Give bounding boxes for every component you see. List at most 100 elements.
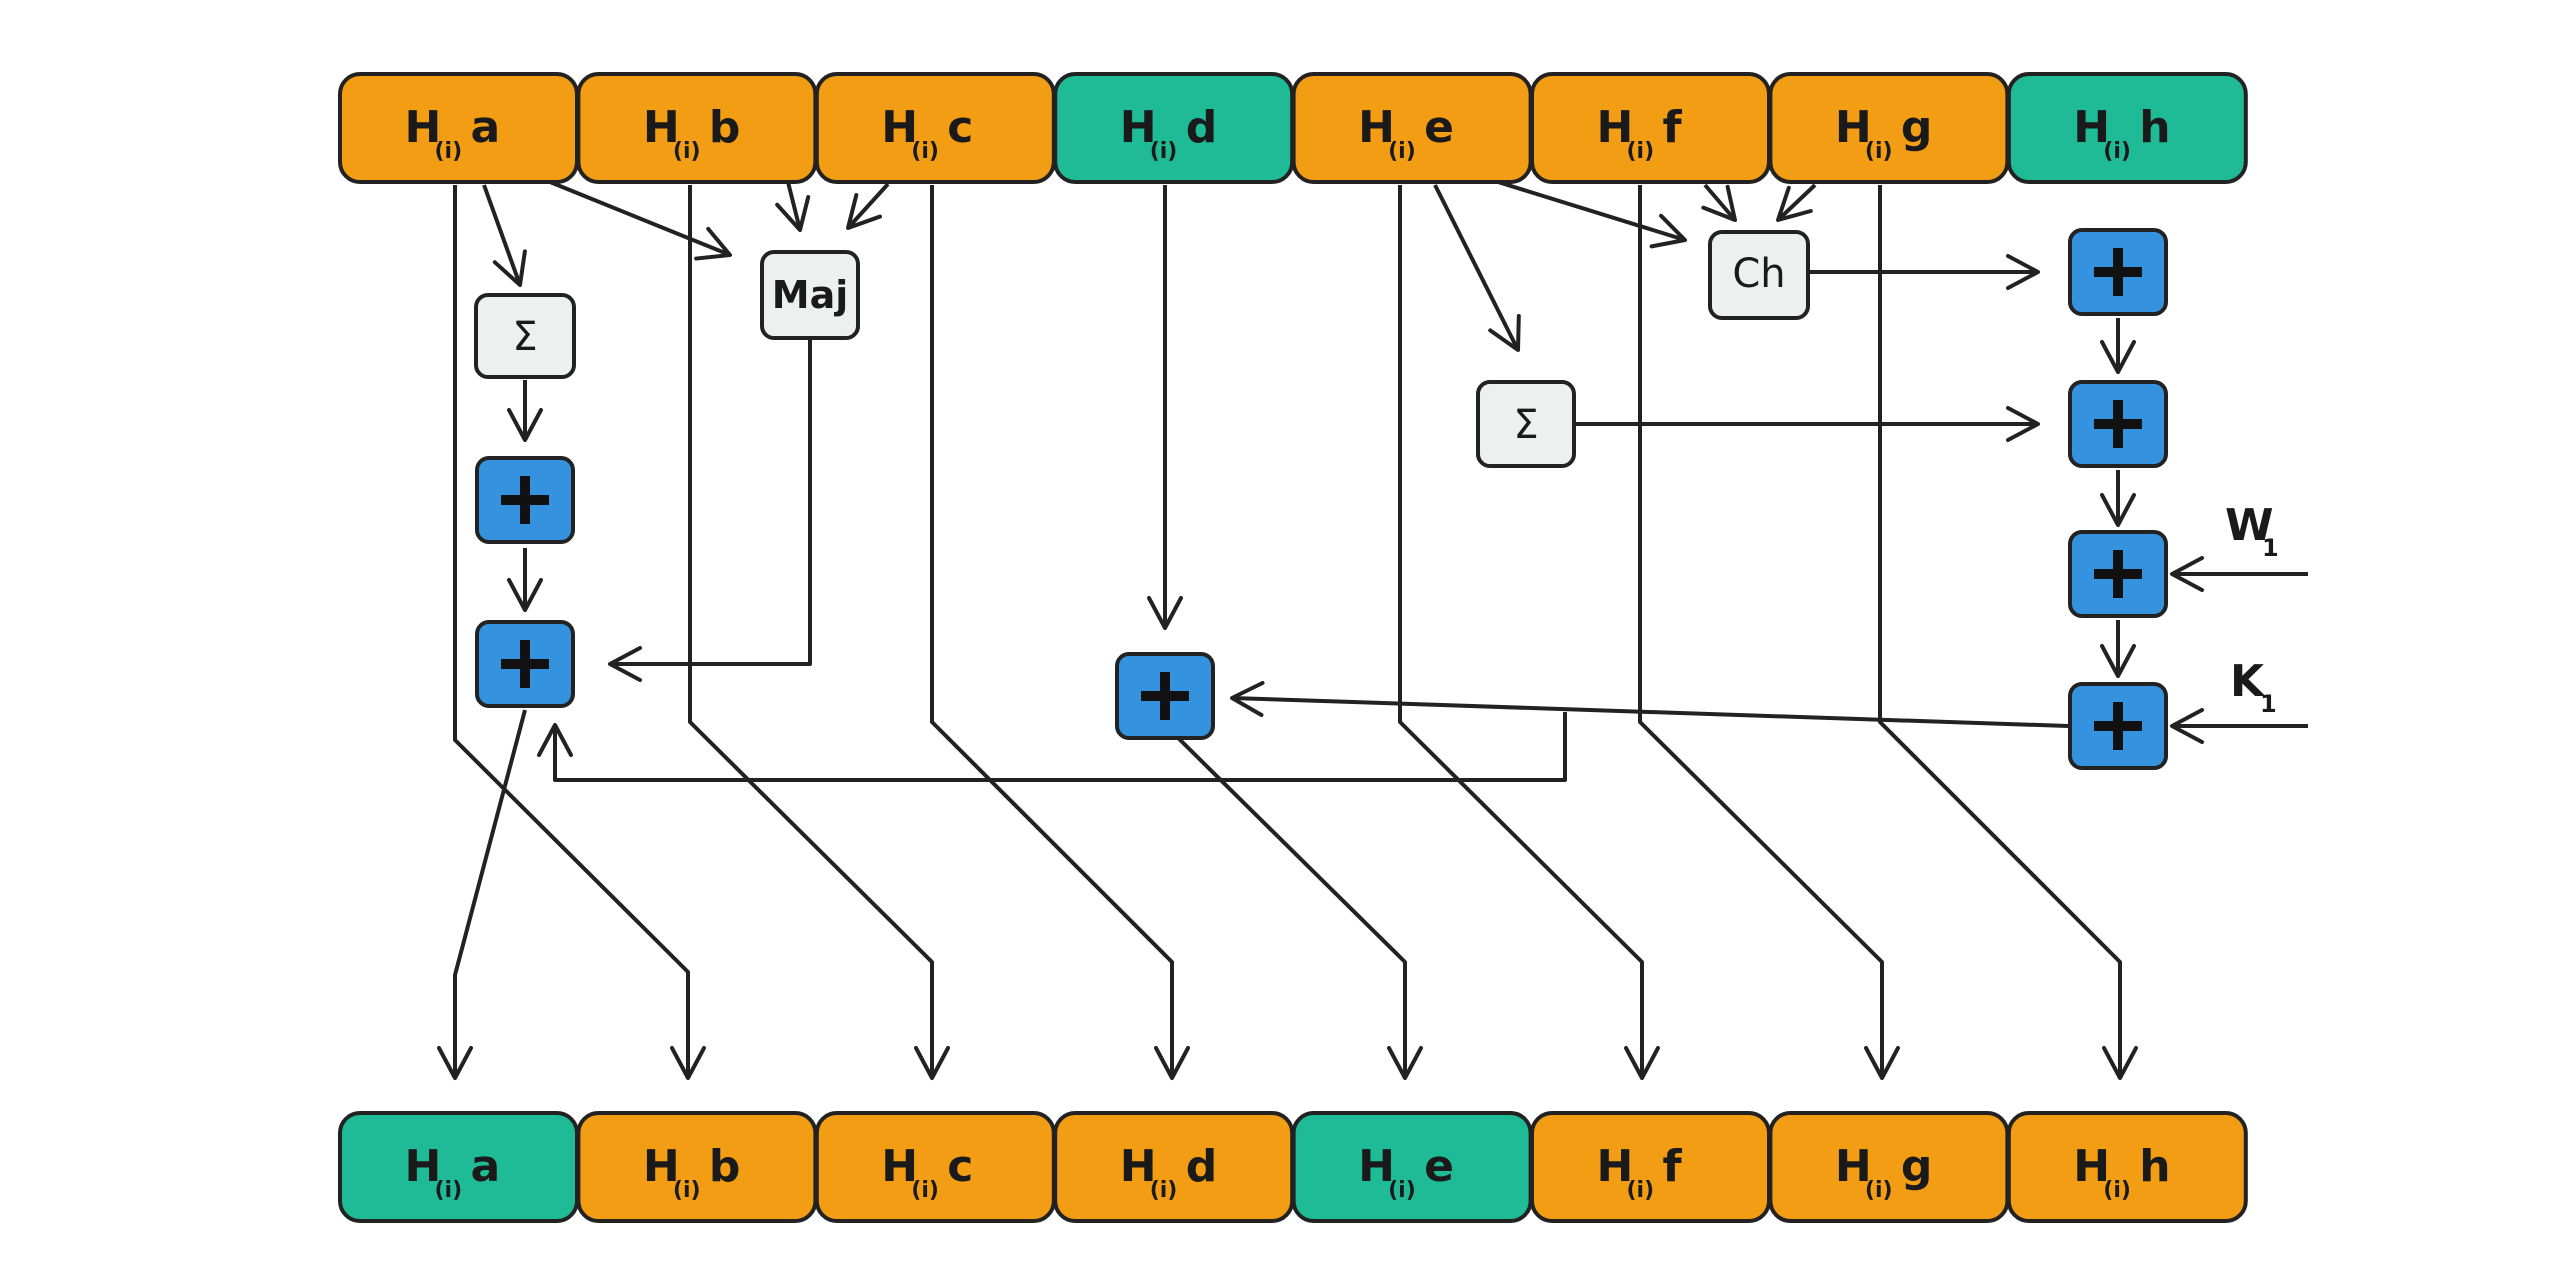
adder-a2 [475,620,575,708]
register-sub: (i) [1388,139,1416,164]
top-register-a: H(i) a [338,72,579,184]
w-sub: 1 [2262,534,2279,562]
wire-f-to-ch [1701,183,1737,222]
register-name: a [471,1141,501,1192]
adder-a1 [475,456,575,544]
register-sub: (i) [911,139,939,164]
sigma-a-box: Σ [474,293,576,379]
wire-e-to-sigma-e [1433,184,1521,352]
register-base: H [2073,1141,2110,1192]
sigma-a-label: Σ [512,314,537,360]
plus-icon [501,476,549,524]
wire-g-to-h [1878,185,2138,1080]
adder-h3 [2068,530,2168,618]
k-base: K [2230,656,2266,707]
wire-c-to-maj [846,182,890,230]
wire-t1-to-adder-a2 [537,712,1567,782]
wire-a-to-maj [549,180,732,261]
wire-f-to-g [1638,185,1900,1080]
ch-box: Ch [1708,230,1810,320]
bottom-register-g: H(i) g [1768,1111,2010,1223]
wire-e-to-f [1398,185,1660,1080]
register-sub: (i) [2103,139,2131,164]
register-name: d [1186,1141,1218,1192]
w-base: W [2225,500,2274,551]
register-sub: (i) [673,139,701,164]
register-base: H [1120,102,1157,153]
adders [475,228,2168,770]
register-base: H [1597,1141,1634,1192]
top-register-c: H(i)c [814,72,1056,184]
wire-g-to-ch [1776,183,1817,222]
register-sub: (i) [1865,1178,1893,1203]
top-register-b: H(i) b [576,72,818,184]
adder-d [1115,652,1215,740]
plus-icon [2094,702,2142,750]
ch-label: Ch [1732,251,1785,297]
plus-icon [2094,248,2142,296]
register-sub: (i) [911,1178,939,1203]
wire-a-to-b [453,185,706,1080]
register-base: H [1835,102,1872,153]
register-name: e [1424,1141,1454,1192]
sigma-e-label: Σ [1513,402,1538,448]
register-base: H [1597,102,1634,153]
register-name: d [1186,102,1218,153]
register-sub: (i) [1865,139,1893,164]
register-sub: (i) [2103,1178,2131,1203]
bottom-register-e: H(i)e [1291,1111,1533,1223]
register-base: H [405,102,442,153]
register-name: b [709,1141,741,1192]
plus-icon [2094,550,2142,598]
register-name: a [471,102,501,153]
register-base: H [405,1141,442,1192]
register-base: H [1358,1141,1395,1192]
top-register-d: H(i) d [1053,72,1295,184]
bottom-register-a: H(i) a [338,1111,579,1223]
wires [437,180,2308,1080]
register-base: H [2073,102,2110,153]
register-name: g [1901,1141,1933,1192]
register-name: f [1663,102,1683,153]
register-base: H [643,1141,680,1192]
wire-b-to-maj [775,181,811,232]
wire-c-to-d [930,185,1190,1080]
wire-adder-a-to-a [437,709,527,1080]
plus-icon [501,640,549,688]
bottom-register-f: H(i) f [1530,1111,1771,1223]
adder-h4 [2068,682,2168,770]
top-register-e: H(i) e [1291,72,1533,184]
register-base: H [1835,1141,1872,1192]
register-name: h [2139,1141,2170,1192]
wire-a-to-sigma [482,184,527,287]
wire-e-to-ch [1497,180,1687,249]
register-base: H [643,102,680,153]
register-name: f [1663,1141,1683,1192]
register-name: c [947,1141,973,1192]
plus-icon [1141,672,1189,720]
register-base: H [881,1141,918,1192]
register-base: H [1358,102,1395,153]
adder-h1 [2068,228,2168,316]
register-sub: (i) [673,1178,701,1203]
register-base: H [881,102,918,153]
w-input-label: W 1 [2225,500,2279,562]
register-sub: (i) [435,1178,463,1203]
register-sub: (i) [1150,139,1178,164]
register-name: b [709,102,741,153]
register-sub: (i) [1150,1178,1178,1203]
maj-label: Maj [772,273,848,317]
register-name: e [1424,102,1454,153]
register-name: h [2139,102,2170,153]
register-sub: (i) [1627,1178,1655,1203]
maj-box: Maj [760,250,860,340]
top-register-h: H(i) h [2006,72,2248,184]
register-base: H [1120,1141,1157,1192]
bottom-register-b: H(i) b [576,1111,818,1223]
register-sub: (i) [435,139,463,164]
top-register-f: H(i) f [1530,72,1771,184]
register-sub: (i) [1627,139,1655,164]
wire-t1-to-adder-d [1230,681,2069,728]
